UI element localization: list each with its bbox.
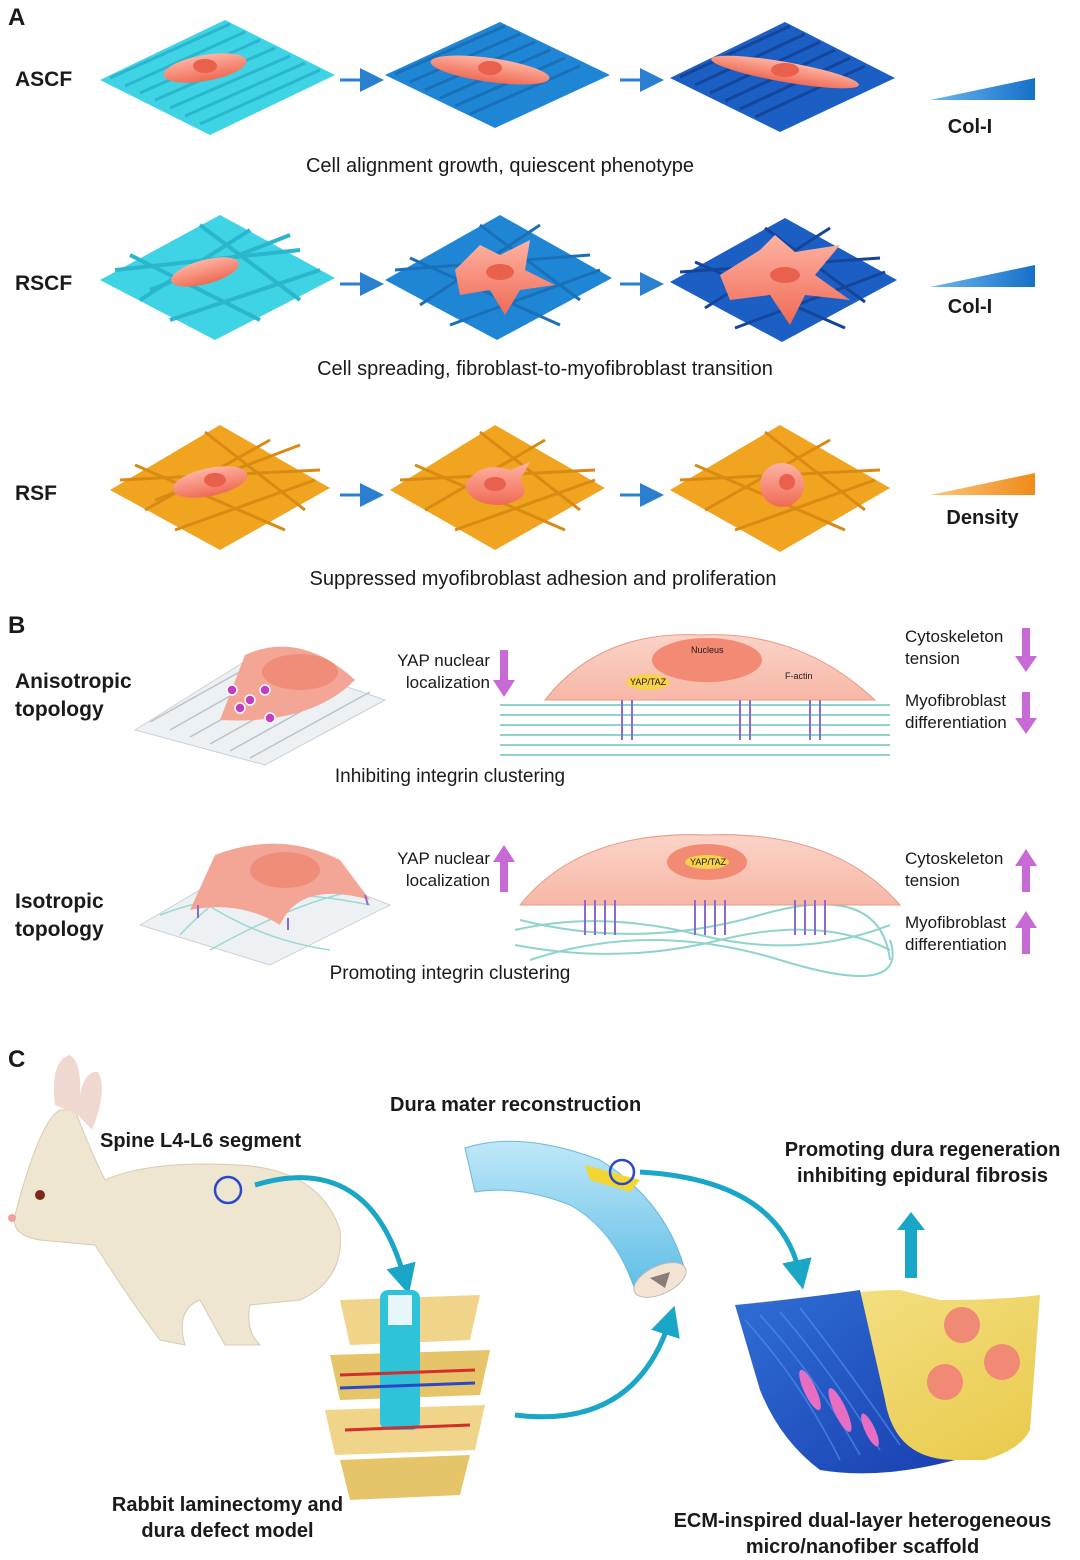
topology-line-2: topology [15,698,104,721]
topology-line-2: topology [15,918,104,941]
col-i-label-2: Col-I [947,296,993,318]
nucleus-label: Nucleus [691,645,724,655]
scaffold-line-1: ECM-inspired dual-layer heterogeneous [673,1510,1052,1532]
yap-line-2: localization [405,673,490,692]
yaptaz-label-2: YAP/TAZ [690,857,727,867]
dura-tube [464,1140,687,1298]
cytoskeleton-line-1: Cytoskeleton [905,849,1004,868]
spine-illustration [325,1290,490,1500]
panel-b-letter: B [8,612,26,639]
myofibroblast-line-2: differentiation [905,935,1007,954]
yap-label-1: YAP nuclear localization [390,650,490,694]
isotropic-cell-detail [514,834,902,977]
anisotropic-topology-label: Anisotropic topology [15,668,132,724]
col-i-label-1: Col-I [947,116,993,138]
density-label: Density [946,507,1019,529]
isotropic-topology-label: Isotropic topology [15,888,104,944]
density-wedge [930,473,1035,495]
inhibiting-caption: Inhibiting integrin clustering [334,766,566,787]
ascf-mat-3 [670,22,895,132]
rscf-label: RSCF [15,272,73,295]
isotropic-substrate [138,843,392,966]
model-label: Rabbit laminectomy and dura defect model [85,1492,370,1544]
cytoskeleton-label-1: Cytoskeleton tension [905,626,1003,670]
model-line-2: dura defect model [141,1520,314,1542]
panel-a-arrows [340,68,664,507]
myofibroblast-label-1: Myofibroblast differentiation [905,690,1007,734]
rsf-caption: Suppressed myofibroblast adhesion and pr… [309,568,777,590]
promoting-caption: Promoting integrin clustering [329,963,571,984]
rsf-label: RSF [15,482,57,505]
rsf-mat-3 [670,425,890,552]
outcome-label: Promoting dura regeneration inhibiting e… [765,1137,1080,1189]
rscf-mat-2 [385,215,612,340]
col-i-wedge-2 [930,265,1035,287]
dura-reconstruction-label: Dura mater reconstruction [390,1094,642,1116]
ascf-mat-2 [385,22,610,128]
ascf-mat-1 [100,20,335,135]
cytoskeleton-line-1: Cytoskeleton [905,627,1004,646]
rsf-mat-1 [110,425,330,550]
yap-line-2: localization [405,871,490,890]
cytoskeleton-line-2: tension [905,871,960,890]
spine-to-dura-arrow [514,1305,680,1420]
anisotropic-cell-detail [500,634,890,756]
ascf-caption: Cell alignment growth, quiescent phenoty… [305,155,695,177]
spine-segment-label: Spine L4-L6 segment [100,1130,302,1152]
factin-label: F-actin [785,671,813,681]
yaptaz-label-1: YAP/TAZ [630,677,667,687]
scaffold-illustration [735,1290,1040,1474]
model-line-1: Rabbit laminectomy and [111,1494,344,1516]
topology-line-1: Anisotropic [15,670,132,693]
scaffold-label: ECM-inspired dual-layer heterogeneous mi… [650,1508,1075,1560]
outcome-up-arrow [897,1212,925,1278]
rsf-mat-2 [390,425,605,550]
rabbit-to-spine-arrow [254,1175,416,1295]
scaffold-line-2: micro/nanofiber scaffold [745,1536,980,1558]
rscf-mat-3 [670,218,897,342]
rabbit-illustration [8,1055,341,1346]
outcome-line-2: inhibiting epidural fibrosis [796,1165,1049,1187]
col-i-wedge-1 [930,78,1035,100]
myofibroblast-line-1: Myofibroblast [905,691,1007,710]
cytoskeleton-label-2: Cytoskeleton tension [905,848,1003,892]
dura-to-scaffold-arrow [639,1169,812,1290]
anisotropic-substrate [133,646,387,766]
panel-a-letter: A [8,4,26,31]
myofibroblast-line-2: differentiation [905,713,1007,732]
topology-line-1: Isotropic [15,890,104,913]
panel-c-letter: C [8,1046,26,1073]
ascf-label: ASCF [15,68,73,91]
outcome-line-1: Promoting dura regeneration [784,1139,1061,1161]
myofibroblast-label-2: Myofibroblast differentiation [905,912,1007,956]
cytoskeleton-line-2: tension [905,649,960,668]
yap-label-2: YAP nuclear localization [390,848,490,892]
rscf-mat-1 [100,215,335,340]
yap-line-1: YAP nuclear [397,651,490,670]
panel-b-indicator-arrows [493,628,1037,954]
myofibroblast-line-1: Myofibroblast [905,913,1007,932]
yap-line-1: YAP nuclear [397,849,490,868]
rscf-caption: Cell spreading, fibroblast-to-myofibrobl… [317,358,773,380]
